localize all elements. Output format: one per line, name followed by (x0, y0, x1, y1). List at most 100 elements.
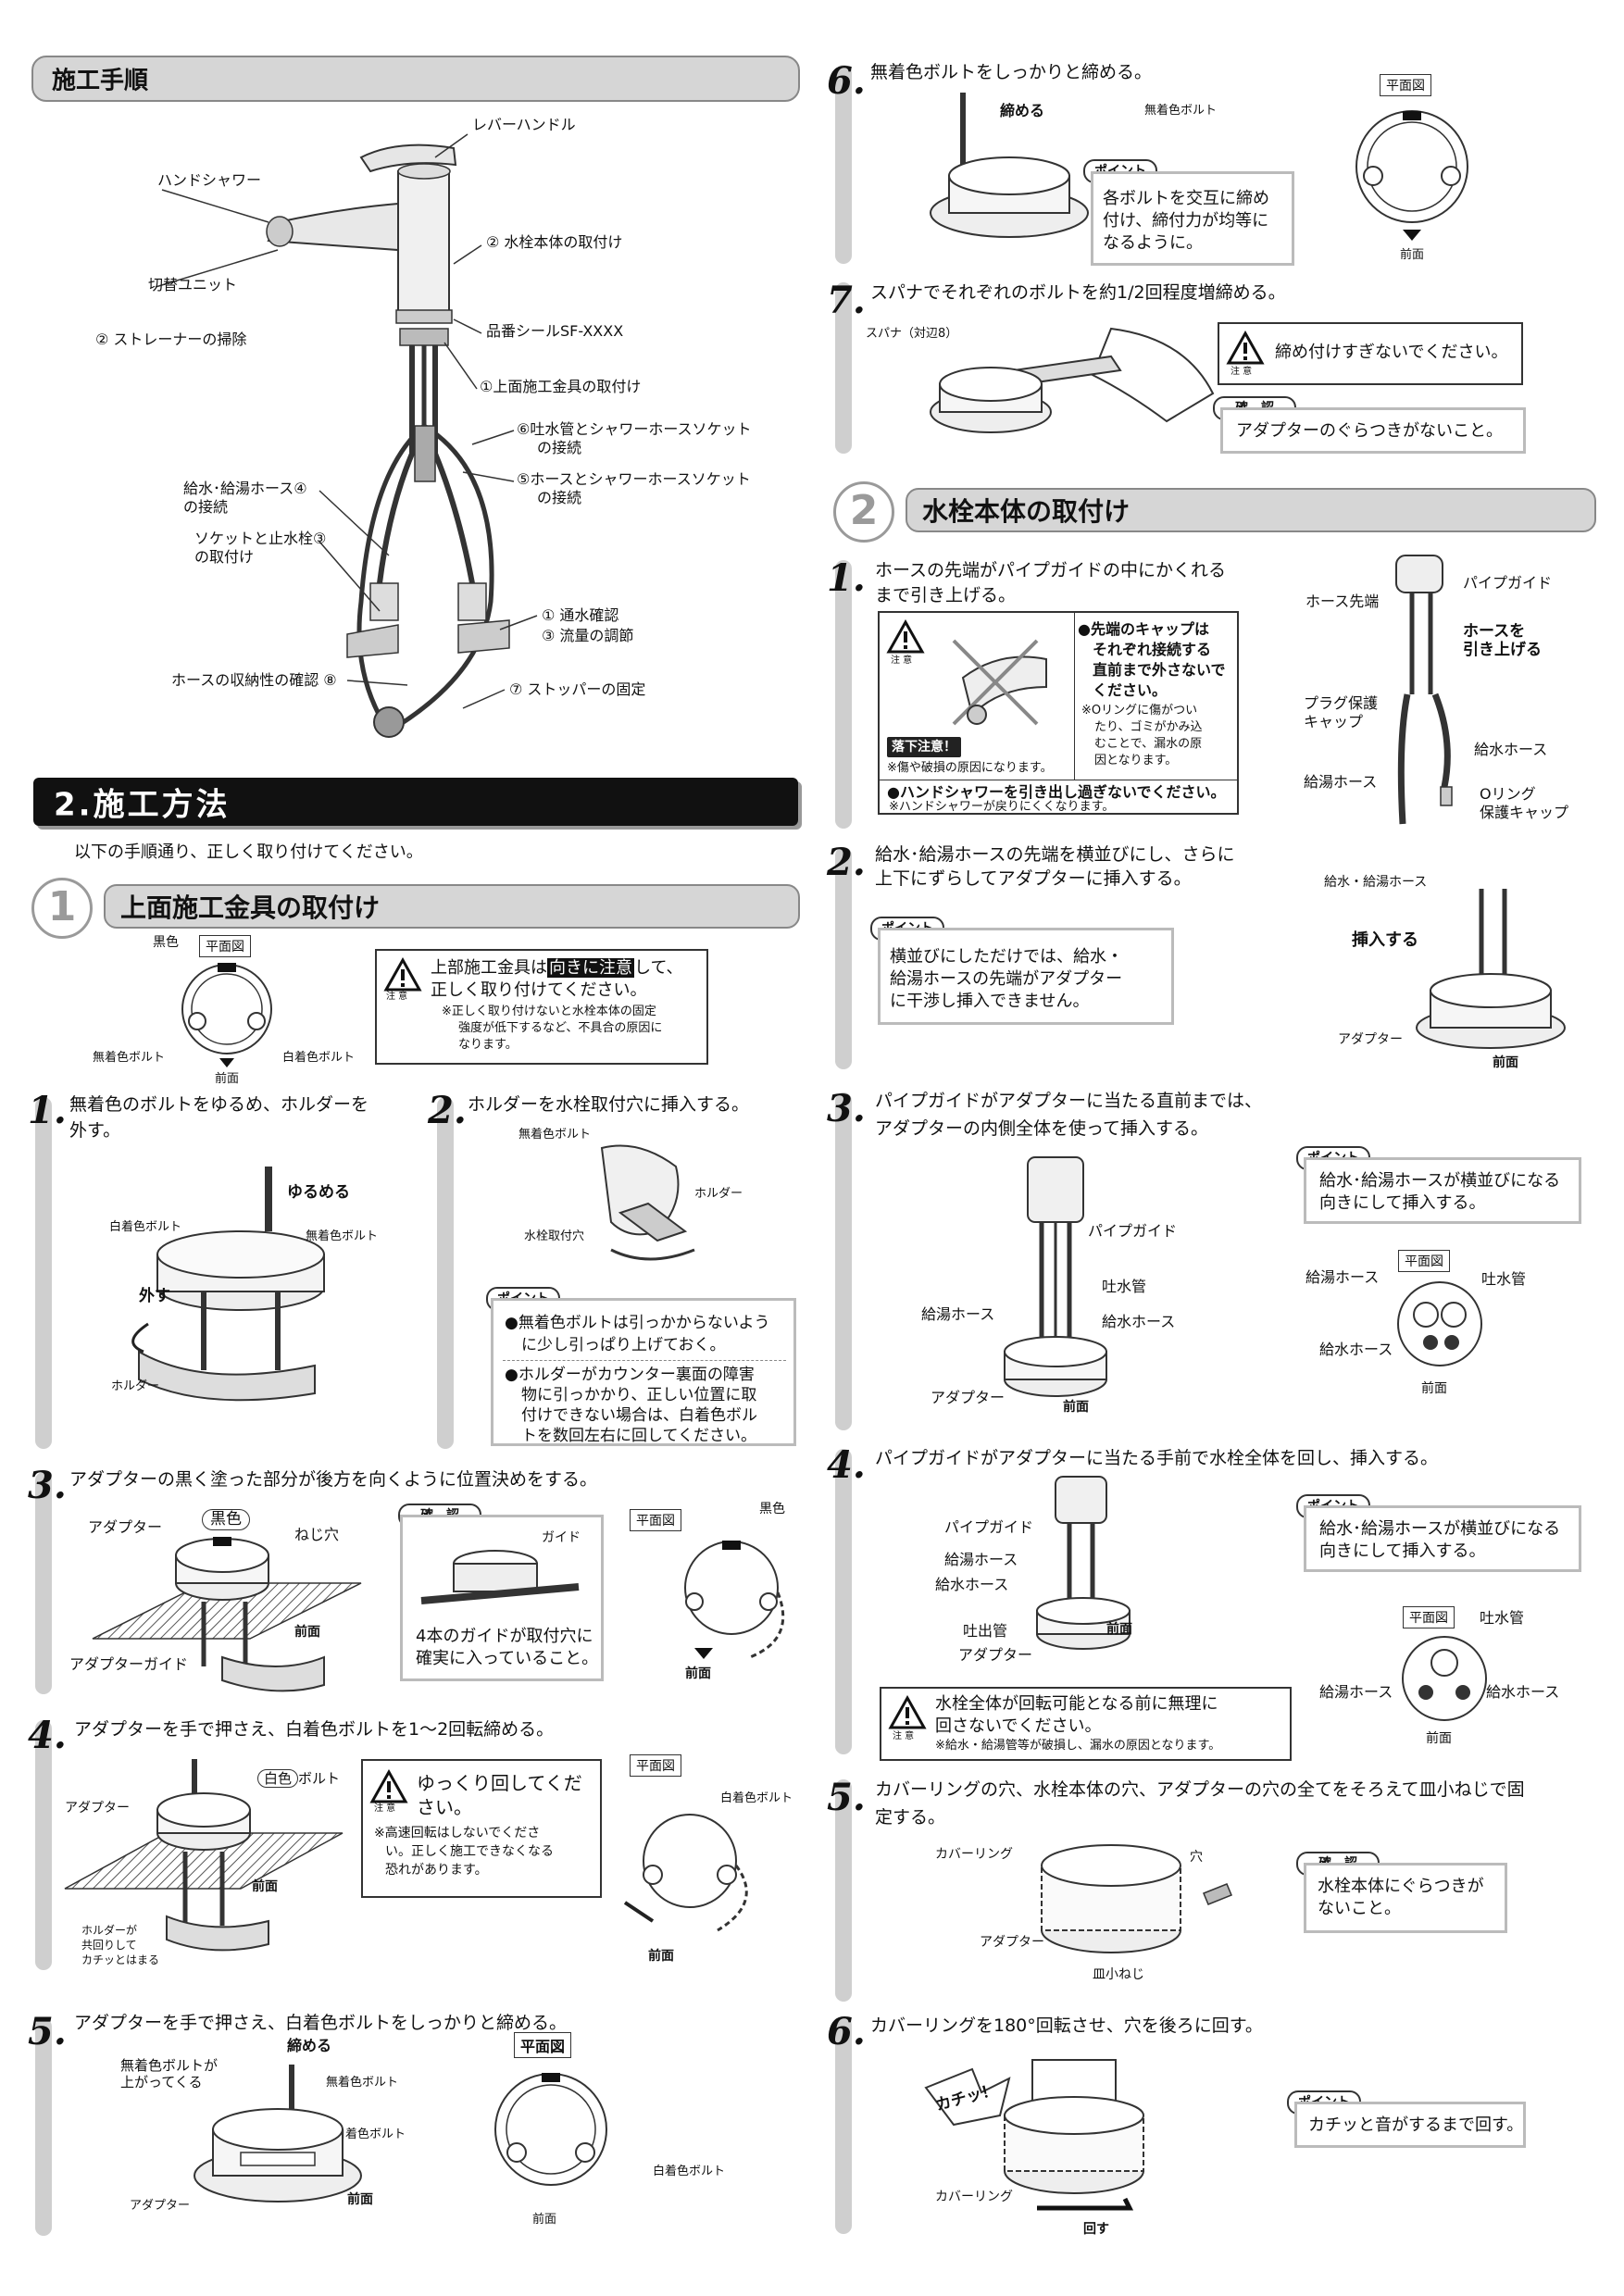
sec1-step5-rise2: 上がってくる (120, 2074, 203, 2090)
sec1-step4-bar (35, 1720, 52, 1970)
drop-note: ※傷や破損の原因になります。 (887, 761, 1053, 775)
caution-c7: むことで、漏水の原 (1094, 737, 1203, 751)
confirm-text: アダプターのぐらつきがないこと。 (1236, 421, 1503, 441)
sec2-step3-plan: 平面図 (1398, 1250, 1450, 1272)
sec2-step3-plan-hot: 給湯ホース (1305, 1268, 1380, 1286)
sec2-step3-hot: 給湯ホース (921, 1305, 995, 1323)
label-flow-adj: ③ 流量の調節 (542, 627, 634, 644)
sec1-step3-illustration (92, 1537, 362, 1692)
point-line-2: に少し引っぱり上げておく。 (521, 1336, 726, 1354)
sec2-step3-plan-diagram (1397, 1281, 1482, 1366)
sec2-step2-bar (835, 847, 852, 1069)
confirm-line2: 確実に入っていること。 (416, 1649, 599, 1668)
sec2-step3-illustration (1004, 1156, 1107, 1397)
point-line-1: 給水･給湯ホースが横並びになる (1319, 1171, 1561, 1191)
point-line-2: 給湯ホースの先端がアダプター (890, 969, 1123, 989)
sec1-number-badge: 1 (31, 878, 93, 939)
caution-text-b: して、 (634, 958, 683, 978)
sec1-step5-adapter: アダプター (130, 2199, 191, 2213)
sec1-plan-view-diagram (181, 963, 272, 1067)
sec1-step6-plan: 平面図 (1380, 74, 1431, 96)
sec1-step6-tighten: 締める (1000, 102, 1045, 119)
sec1-step4-plan: 平面図 (630, 1754, 681, 1777)
caution-note: ※給水・給湯管等が破損し、漏水の原因となります。 (935, 1739, 1221, 1753)
sec1-step5-number: 5. (28, 2010, 67, 2053)
caution-c6: たり、ゴミがかみ込 (1094, 720, 1203, 734)
method-header: 2.施工方法 (33, 778, 798, 826)
label-flow-check: ① 通水確認 (542, 606, 619, 624)
caution-c4: ください。 (1093, 681, 1168, 699)
method-intro: 以下の手順通り、正しく取り付けてください。 (74, 842, 423, 862)
sec1-step2-plain-bolt: 無着色ボルト (518, 1128, 592, 1142)
caution-line2: 正しく取り付けてください。 (431, 980, 647, 1000)
caution-line2: さい。 (417, 1796, 472, 1818)
sec1-step3-text: アダプターの黒く塗った部分が後方を向くように位置決めをする。 (69, 1469, 598, 1490)
sec1-step3-plan-diagram (684, 1541, 785, 1659)
caution-badge: 注 意 (1230, 367, 1253, 377)
point-line-1: ●無着色ボルトは引っかからないよう (505, 1314, 770, 1332)
point-line-1: 各ボルトを交互に締め (1103, 189, 1269, 208)
sec2-step2-number: 2. (827, 841, 866, 884)
warning-icon (1226, 330, 1265, 365)
caution-c10: ※ハンドシャワーが戻りにくくなります。 (889, 800, 1115, 814)
label-socket2: の取付け (194, 548, 255, 566)
caution-c8: 因となります。 (1094, 754, 1178, 767)
sec1-step4-white-bolt-label: 白色ボルト (257, 1769, 340, 1788)
sec1-step2-hole: 水栓取付穴 (524, 1229, 585, 1243)
sec1-header: 上面施工金具の取付け (104, 884, 800, 929)
sec2-step4-text: パイプガイドがアダプターに当たる手前で水栓全体を回し、挿入する。 (875, 1448, 1439, 1468)
sec1-step7-illustration (930, 327, 1215, 433)
caution-note1: ※高速回転はしないでくださ (374, 1826, 541, 1841)
caution-note3: 恐れがあります。 (385, 1863, 488, 1878)
sec2-step2-hoses: 給水・給湯ホース (1324, 875, 1428, 890)
label-spout-conn: ⑥吐水管とシャワーホースソケット (517, 420, 752, 438)
point-line-5: 付けできない場合は、白着色ボル (521, 1406, 757, 1425)
sec2-step4-hot: 給湯ホース (944, 1551, 1018, 1568)
sec1-step7-spanner: スパナ（対辺8） (866, 327, 958, 341)
sec2-step3-bar (835, 1092, 852, 1430)
sec1-step1-loosen: ゆるめる (287, 1183, 350, 1202)
sec2-step4-pipe-guide: パイプガイド (944, 1518, 1034, 1536)
caution-note2: 強度が低下するなど、不具合の原因に (458, 1021, 663, 1035)
sec1-step5-front: 前面 (347, 2192, 373, 2207)
caution-note1: ※正しく取り付けないと水栓本体の固定 (442, 1004, 656, 1018)
caution-badge: 注 意 (386, 992, 408, 1002)
sec1-step4-plan-diagram (623, 1814, 748, 1932)
sec2-step5-text1: カバーリングの穴、水栓本体の穴、アダプターの穴の全てをそろえて皿小ねじで固 (875, 1779, 1525, 1800)
sec2-step3-plan-front: 前面 (1421, 1381, 1447, 1396)
caution-badge: 注 意 (374, 1803, 396, 1814)
caution-divider (1074, 613, 1075, 780)
point-line-1: 横並びにしただけでは、給水・ (890, 947, 1123, 967)
sec2-step1-pull2: 引き上げる (1463, 641, 1542, 659)
caution-line2: 回さないでください。 (935, 1716, 1102, 1736)
sec1-step4-adapter: アダプター (65, 1801, 130, 1816)
sec2-step4-number: 4. (827, 1443, 866, 1487)
sec1-step4-front: 前面 (252, 1879, 278, 1894)
sec1-step3-bar (35, 1472, 52, 1694)
sec2-step2-illustration (1416, 889, 1566, 1049)
label-handshower: ハンドシャワー (157, 171, 262, 189)
point-line-4: 物に引っかかり、正しい位置に取 (521, 1386, 757, 1404)
confirm-line2: ないこと。 (1318, 1899, 1401, 1918)
sec1-step7-caution-box: 注 意 締め付けすぎないでください。 (1218, 322, 1523, 385)
sec1-step1-bar (35, 1097, 52, 1449)
label-supply-conn2: の接続 (183, 498, 229, 516)
caution-c2: それぞれ接続する (1093, 641, 1212, 658)
confirm-guide: ガイド (542, 1530, 581, 1545)
sec2-step1-number: 1. (827, 556, 866, 600)
sec2-step2-text1: 給水･給湯ホースの先端を横並びにし、さらに (875, 844, 1235, 865)
sec2-step1-pipe-guide: パイプガイド (1463, 574, 1553, 592)
sec2-step3-text1: パイプガイドがアダプターに当たる直前までは、 (875, 1091, 1263, 1111)
sec1-plan-right-bolt: 白着色ボルト (282, 1051, 356, 1065)
sec1-step6-text: 無着色ボルトをしっかりと締める。 (870, 62, 1153, 82)
sec2-step3-number: 3. (827, 1087, 866, 1130)
sec1-step3-black: 黒色 (202, 1509, 250, 1531)
sec2-step6-point-box: カチッと音がするまで回す。 (1294, 2102, 1526, 2148)
caution-text: 締め付けすぎないでください。 (1275, 343, 1508, 362)
sec1-step6-number: 6. (827, 59, 866, 103)
sec1-step4-caution-box: 注 意 ゆっくり回してくだ さい。 ※高速回転はしないでくださ い。正しく施工で… (361, 1759, 602, 1898)
sec1-step1-holder: ホルダー (111, 1379, 160, 1393)
sec1-step5-plan-white: 白着色ボルト (653, 2165, 726, 2178)
point-line-1: 給水･給湯ホースが横並びになる (1319, 1519, 1561, 1539)
sec2-step3-adapter: アダプター (931, 1389, 1006, 1406)
